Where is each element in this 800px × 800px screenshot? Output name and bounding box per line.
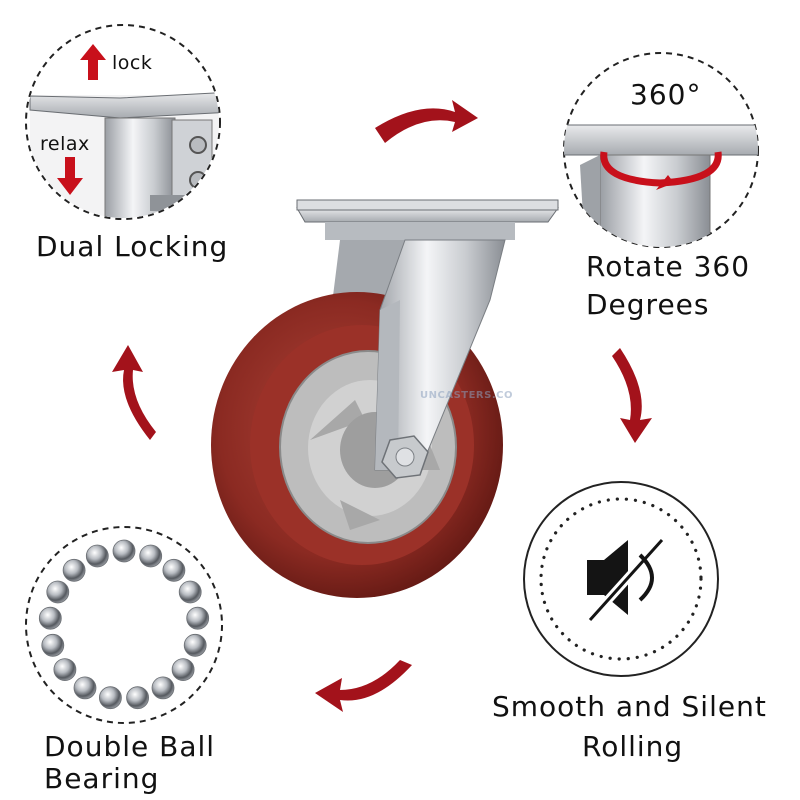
bearing-ball — [73, 676, 97, 700]
ball-bearing-label-line2: Bearing — [44, 762, 160, 795]
bearing-ball — [139, 544, 163, 568]
bearing-ball — [162, 558, 186, 582]
ball-bearing-callout — [25, 526, 223, 724]
bearing-ball — [38, 606, 62, 630]
mute-speaker-icon — [586, 536, 666, 624]
bearing-ball — [53, 658, 77, 681]
bearing-ball — [183, 633, 207, 657]
bearing-ball — [186, 606, 210, 630]
down-arrow-icon — [57, 157, 83, 195]
bearing-ball — [62, 558, 86, 582]
bearing-ball — [99, 686, 122, 710]
caster-wheel-image — [211, 199, 559, 598]
bearing-ball — [126, 686, 150, 710]
dual-locking-label: Dual Locking — [36, 230, 229, 263]
bearing-ball — [41, 633, 65, 657]
lock-label: lock — [112, 52, 153, 74]
rotate-360-callout — [563, 52, 759, 248]
smooth-label-line2: Rolling — [582, 730, 684, 763]
bearing-ball — [151, 676, 175, 700]
bearing-ball — [46, 580, 70, 604]
silent-callout — [523, 481, 719, 677]
degrees-label: 360° — [630, 78, 702, 111]
watermark-text: UNCASTERS.CO — [420, 390, 513, 401]
rotate-label-line2: Degrees — [586, 288, 710, 321]
bearing-ball — [112, 539, 136, 563]
ball-bearing-label-line1: Double Ball — [44, 730, 216, 763]
bearing-balls — [38, 539, 210, 710]
bearing-ball — [85, 544, 109, 568]
smooth-label-line1: Smooth and Silent — [492, 690, 767, 723]
relax-label: relax — [40, 133, 90, 155]
rotate-label-line1: Rotate 360 — [586, 250, 751, 283]
cycle-arrow-icon — [112, 100, 652, 712]
bearing-ball — [171, 658, 195, 681]
up-arrow-icon — [80, 44, 106, 80]
bearing-ball — [178, 580, 202, 604]
